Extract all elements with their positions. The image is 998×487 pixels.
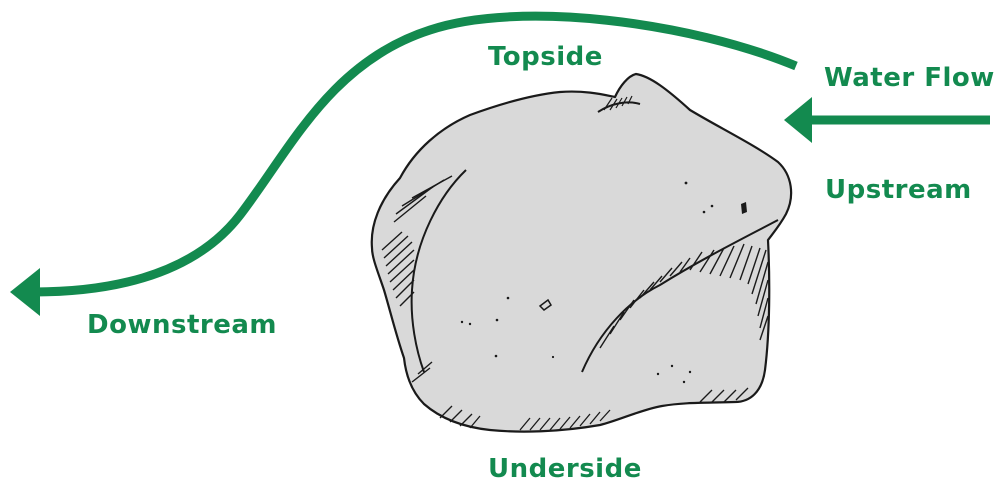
underside-label: Underside xyxy=(488,456,642,482)
downstream-label: Downstream xyxy=(87,312,277,338)
incoming-flow-arrow xyxy=(784,97,990,143)
upstream-label: Upstream xyxy=(825,177,972,203)
water-flow-label: Water Flow xyxy=(824,65,995,91)
incoming-flow-arrowhead-icon xyxy=(784,97,812,143)
rock-illustration xyxy=(372,74,791,432)
curved-flow-arrowhead-icon xyxy=(10,268,40,316)
rock-body xyxy=(372,74,791,432)
topside-label: Topside xyxy=(488,44,603,70)
